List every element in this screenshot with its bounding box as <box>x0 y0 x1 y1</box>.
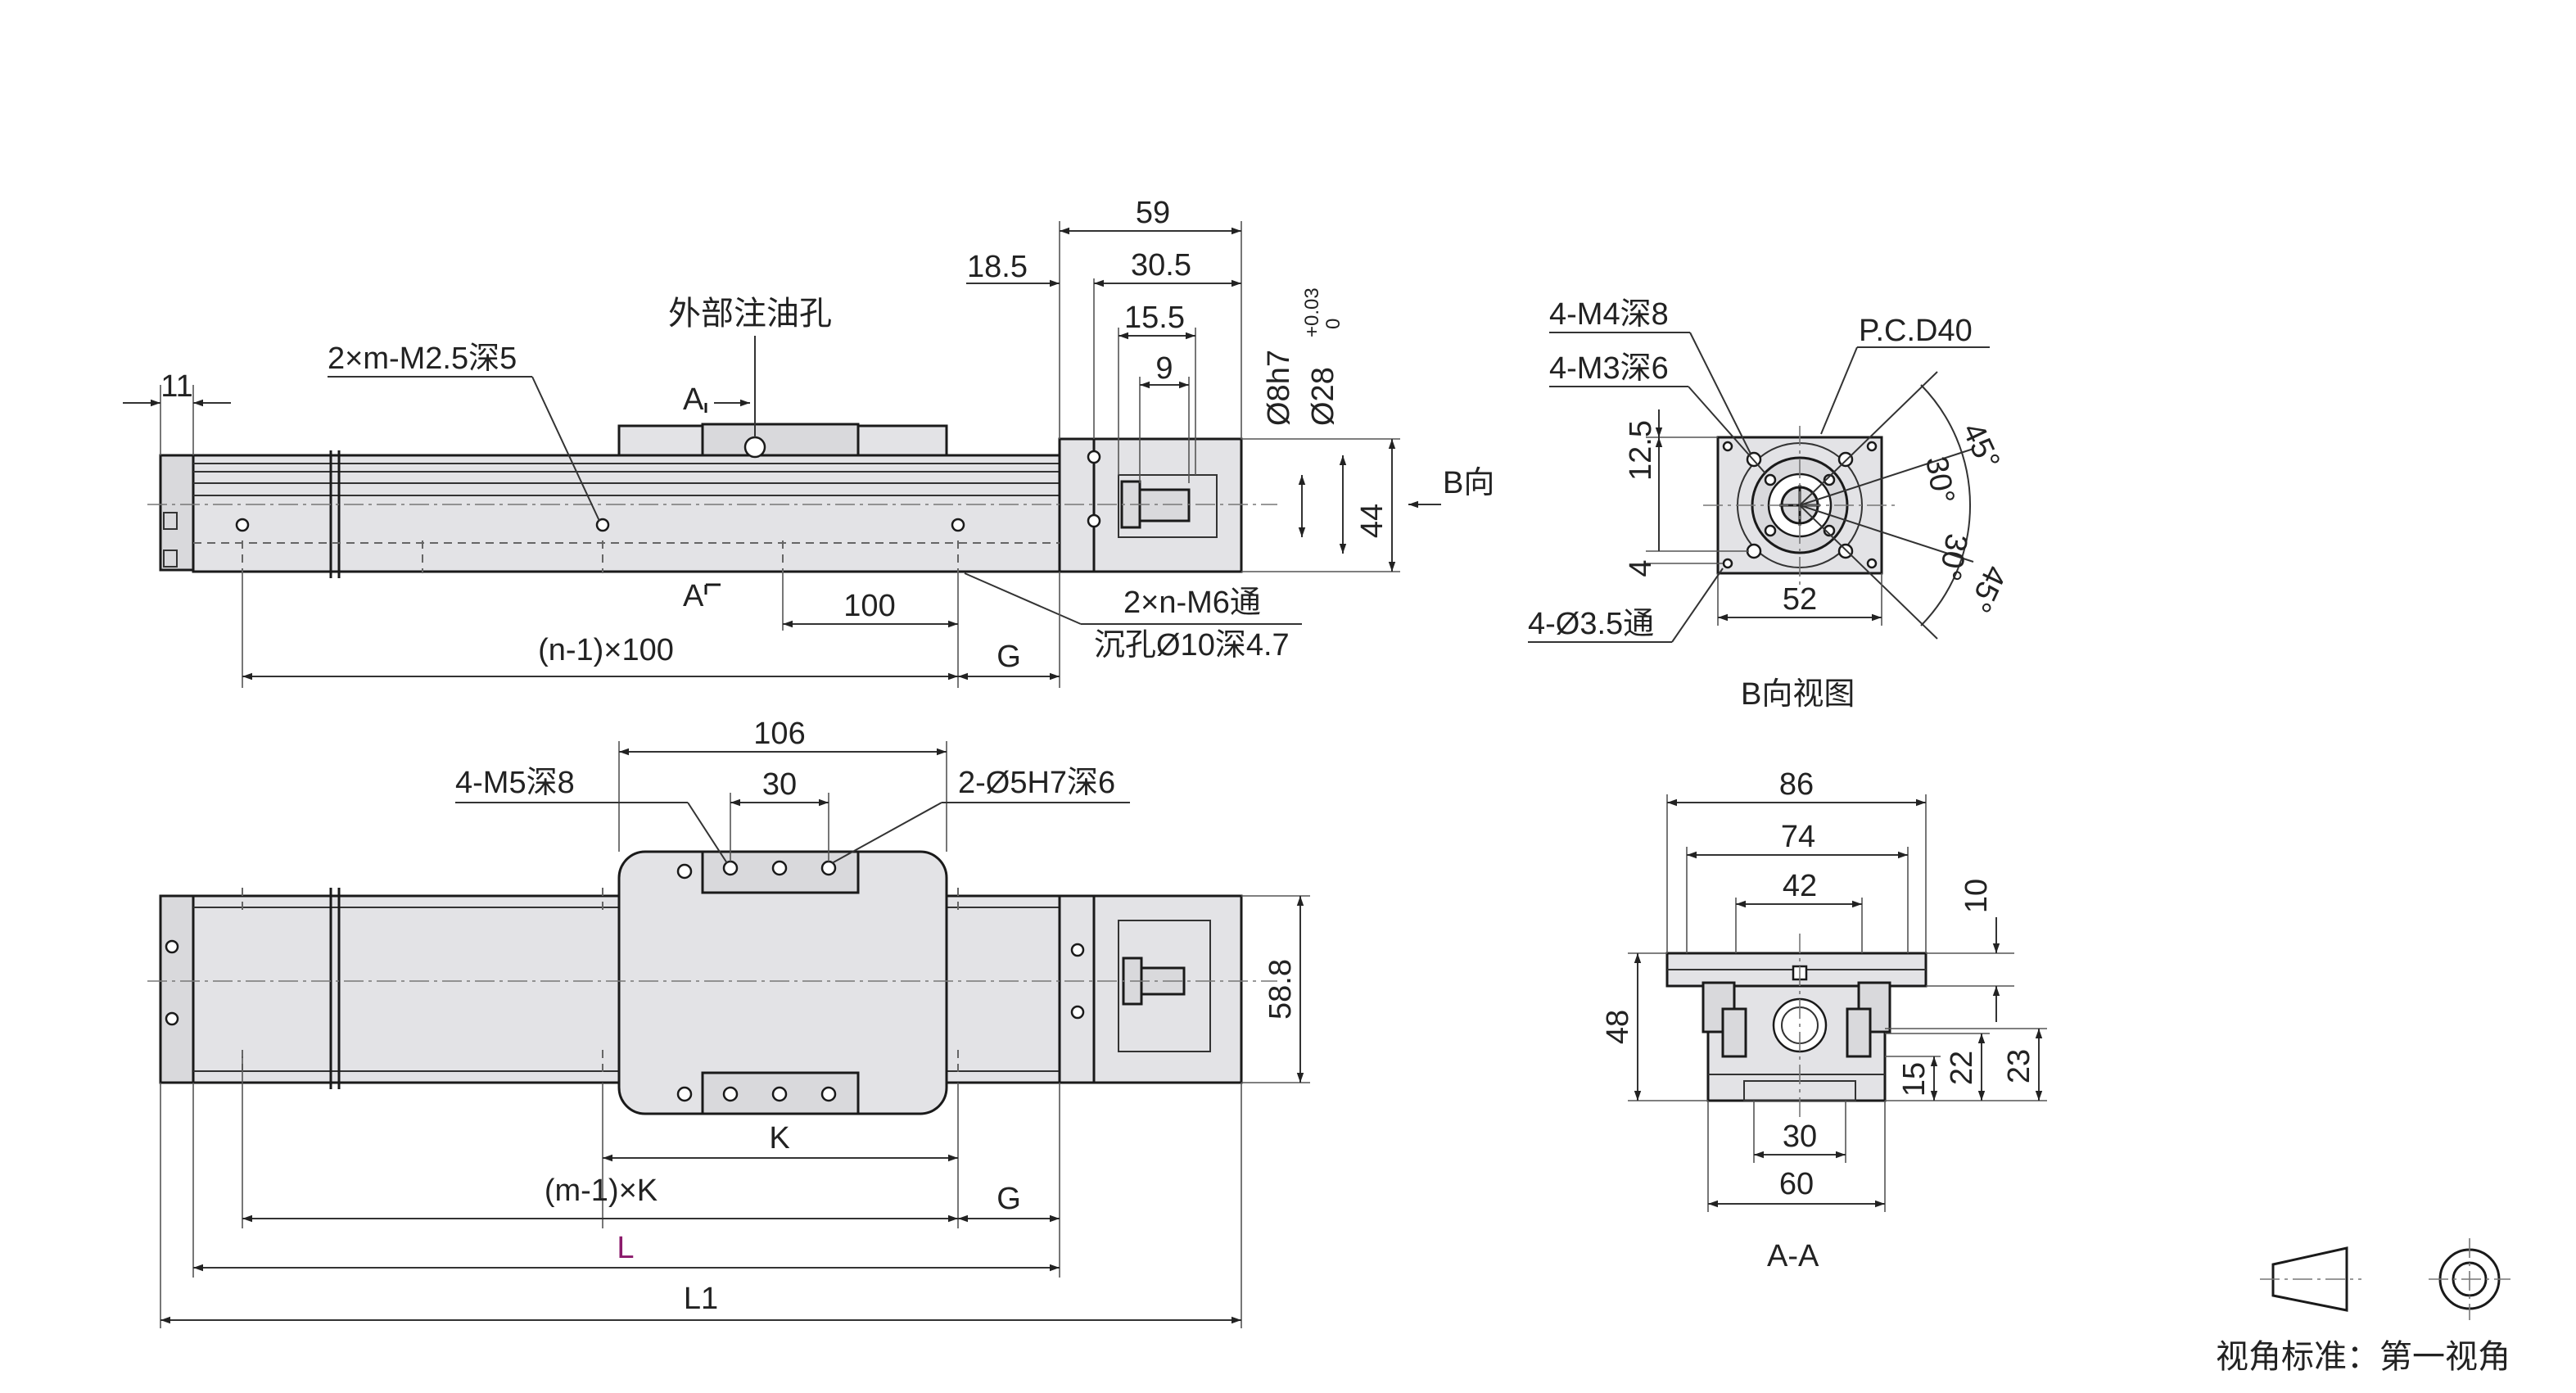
table-tap-note: 4-M5深8 <box>455 766 575 800</box>
linear-module-body <box>192 454 1061 573</box>
oil-hole-icon <box>743 436 766 459</box>
dim-74: 74 <box>1781 820 1815 854</box>
angle-45-top: 45° <box>1955 418 2006 475</box>
dim-pitch-100: 100 <box>843 589 895 623</box>
motor-flange <box>1058 437 1096 573</box>
pin-hole-note: 2-Ø5H7深6 <box>958 766 1115 800</box>
b-direction-label: B向 <box>1443 466 1494 500</box>
dim-m-span: (m-1)×K <box>545 1174 658 1208</box>
dim-44: 44 <box>1355 504 1390 538</box>
dim-9: 9 <box>1155 351 1173 386</box>
dim-g-top: G <box>997 1182 1021 1216</box>
dim-hole-30: 30 <box>762 767 797 802</box>
m3-note: 4-M3深6 <box>1549 351 1669 386</box>
frustum-icon <box>2271 1246 2348 1312</box>
mount-holes <box>193 518 1060 573</box>
dim-4: 4 <box>1624 559 1658 577</box>
dim-60: 60 <box>1779 1167 1814 1201</box>
angle-30-top: 30° <box>1918 454 1960 506</box>
section-title: A-A <box>1767 1239 1819 1273</box>
section-view: 86 74 42 10 48 15 22 23 30 <box>1601 767 2047 1273</box>
dim-58-8: 58.8 <box>1263 959 1298 1020</box>
dim-11: 11 <box>160 369 192 404</box>
dim-d28-tol-lower: 0 <box>1322 319 1344 329</box>
dim-59: 59 <box>1136 196 1170 230</box>
projection-label: 视角标准：第一视角 <box>2216 1339 2510 1375</box>
dim-d28: Ø28 <box>1306 367 1340 426</box>
dim-k: K <box>769 1121 789 1156</box>
angle-45-bottom: 45° <box>1962 560 2013 617</box>
dim-l1: L1 <box>684 1282 718 1316</box>
oil-hole-label: 外部注油孔 <box>668 296 832 332</box>
dim-15: 15 <box>1897 1062 1932 1097</box>
dim-42: 42 <box>1783 869 1817 903</box>
dim-l: L <box>617 1231 634 1265</box>
mount-hole-note: 2×n-M6通 <box>1123 586 1261 620</box>
dim-d28-tol-upper: +0.03 <box>1301 287 1323 337</box>
top-left-end-cap <box>159 894 195 1084</box>
angle-30-bottom: 30° <box>1932 531 1973 583</box>
dim-106: 106 <box>753 717 805 751</box>
dim-g-side: G <box>997 640 1021 674</box>
dim-n-span: (n-1)×100 <box>538 633 674 667</box>
top-view: 106 30 4-M5深8 2-Ø5H7深6 58.8 K (m-1)×K G … <box>147 717 1310 1328</box>
side-view: 59 18.5 30.5 15.5 9 Ø8h7 Ø28 +0.03 0 44 … <box>123 196 1494 688</box>
dim-30-5: 30.5 <box>1131 248 1191 283</box>
dim-23: 23 <box>2002 1049 2036 1083</box>
projection-symbol: 视角标准：第一视角 <box>2216 1238 2510 1375</box>
b-view: 45° 30° 30° 45° P.C.D40 4-M4深8 4-M3深6 12… <box>1528 297 2013 712</box>
dim-10: 10 <box>1959 879 1994 913</box>
dim-48: 48 <box>1601 1010 1635 1044</box>
dim-52: 52 <box>1783 582 1817 617</box>
dim-15-5: 15.5 <box>1124 301 1185 335</box>
dim-86: 86 <box>1779 767 1814 802</box>
pcd-label: P.C.D40 <box>1859 314 1973 348</box>
b-view-title: B向视图 <box>1741 677 1855 712</box>
counterbore-note: 沉孔Ø10深4.7 <box>1094 628 1290 663</box>
dim-22: 22 <box>1945 1051 1979 1085</box>
tap-note: 2×m-M2.5深5 <box>328 341 517 376</box>
m4-note: 4-M4深8 <box>1549 297 1669 332</box>
dim-18-5: 18.5 <box>967 250 1028 284</box>
dim-30-section: 30 <box>1783 1119 1817 1154</box>
hole-note: 4-Ø3.5通 <box>1528 607 1654 641</box>
dim-12-5: 12.5 <box>1624 420 1658 481</box>
dim-d8h7: Ø8h7 <box>1262 350 1296 426</box>
section-mark-bottom: A <box>683 579 704 613</box>
section-mark-top: A <box>683 382 704 417</box>
